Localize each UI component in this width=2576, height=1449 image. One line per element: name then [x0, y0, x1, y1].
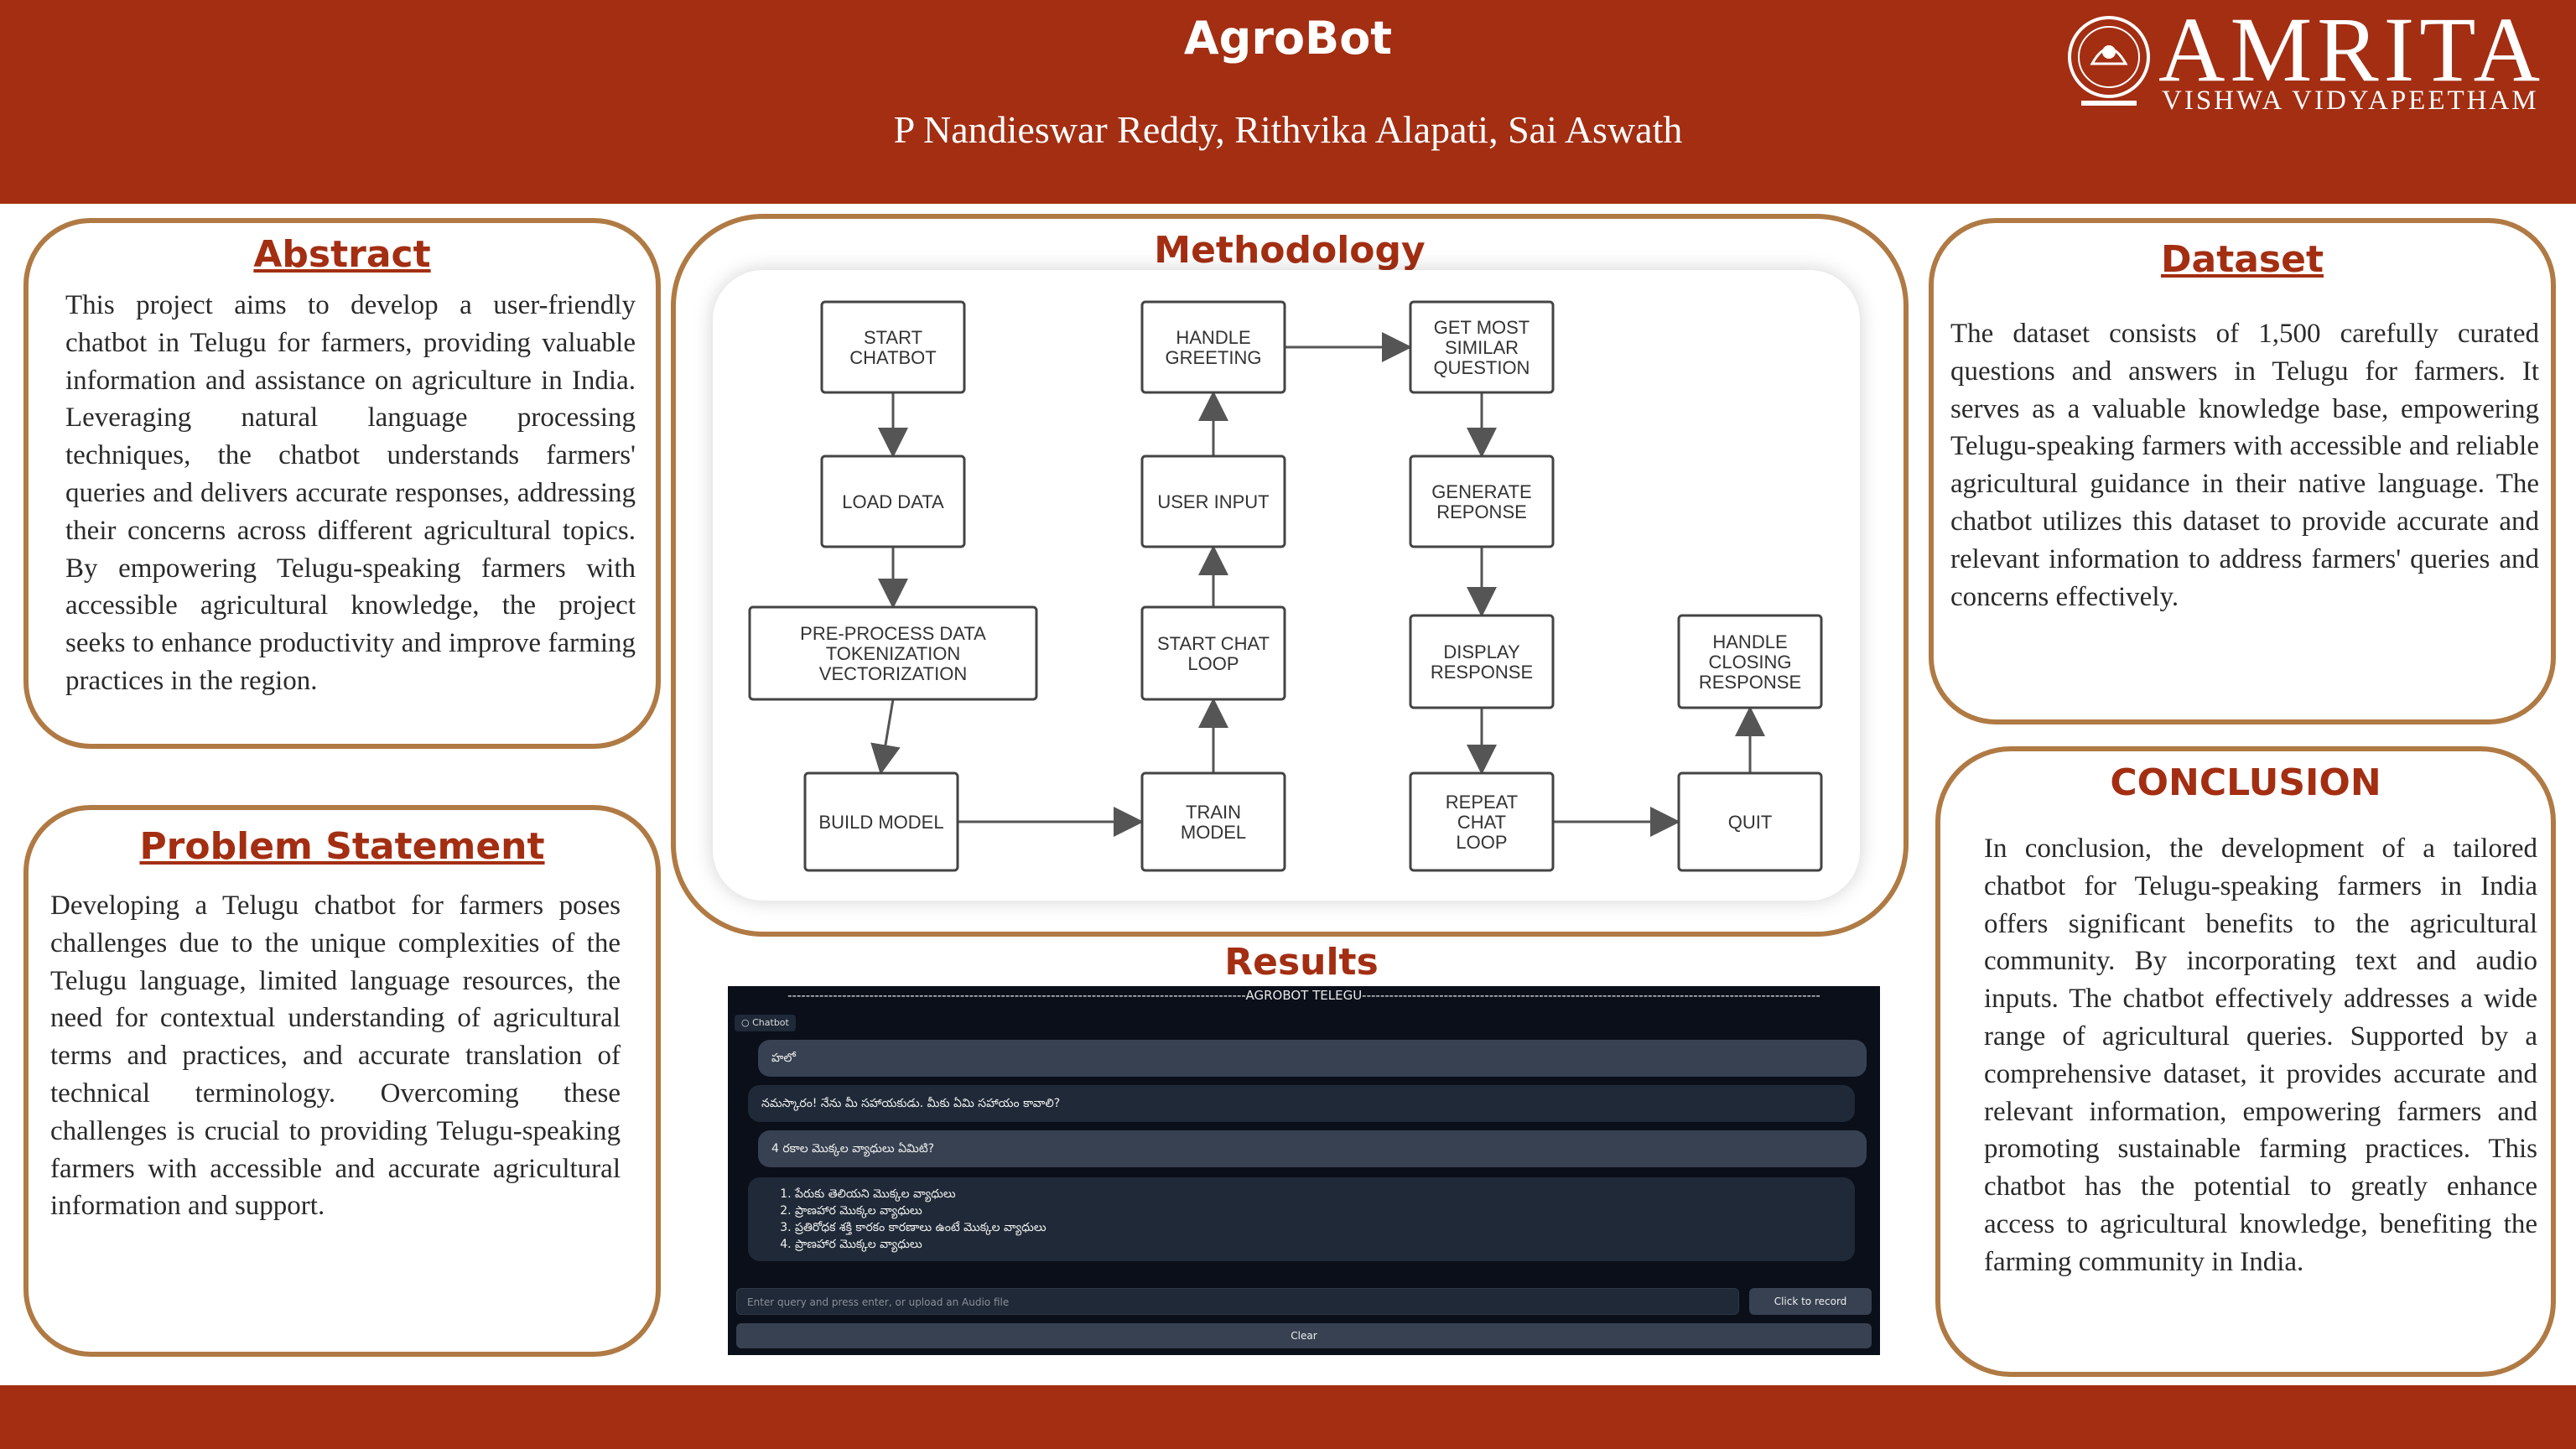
flow-node-label: CHATBOT — [849, 347, 936, 368]
problem-statement-title: Problem Statement — [139, 825, 545, 868]
flow-node-label: GENERATE — [1431, 481, 1531, 502]
flow-node-label: REPONSE — [1436, 501, 1527, 522]
results-title: Results — [1224, 941, 1379, 984]
flow-node-label: SIMILAR — [1445, 337, 1519, 358]
flow-node-label: TRAIN — [1186, 802, 1241, 823]
conclusion-title: CONCLUSION — [2110, 761, 2381, 804]
flow-node-pre: PRE-PROCESS DATATOKENIZATIONVECTORIZATIO… — [748, 605, 1038, 701]
flow-node-load: LOAD DATA — [820, 454, 966, 548]
flow-node-box — [1140, 300, 1286, 394]
chatbot-screenshot: ----------------------------------------… — [728, 986, 1880, 1355]
dataset-text: The dataset consists of 1,500 carefully … — [1950, 319, 2539, 612]
abstract-title: Abstract — [253, 233, 431, 276]
dataset-title: Dataset — [2160, 238, 2324, 281]
chat-bubble-icon: ○ — [741, 1017, 750, 1028]
flow-node-label: USER INPUT — [1157, 491, 1269, 512]
user-message: హలో — [758, 1040, 1867, 1077]
flow-node-label: DISPLAY — [1443, 641, 1520, 662]
flow-node-label: RESPONSE — [1431, 662, 1533, 683]
chatbot-label-text: Chatbot — [752, 1017, 789, 1028]
flow-node-label: RESPONSE — [1699, 672, 1801, 693]
flow-node-box — [748, 605, 1038, 701]
list-item: పేరుకు తెలియని మొక్కల వ్యాధులు — [795, 1186, 1841, 1202]
flow-node-label: QUESTION — [1434, 357, 1530, 378]
bot-message: నమస్కారం! నేను మీ సహాయకుడు. మీకు ఏమి సహా… — [748, 1085, 1855, 1122]
record-button[interactable]: Click to record — [1749, 1288, 1872, 1315]
flow-node-label: LOOP — [1456, 832, 1507, 853]
flow-node-label: MODEL — [1181, 822, 1246, 843]
flow-node-box — [1677, 614, 1823, 709]
flow-node-box — [1140, 771, 1286, 872]
poster-title: AgroBot — [1183, 12, 1393, 65]
flow-node-label: CLOSING — [1708, 652, 1791, 673]
flow-node-label: TOKENIZATION — [826, 643, 961, 664]
flow-node-label: HANDLE — [1176, 327, 1250, 348]
flow-node-label: HANDLE — [1712, 631, 1787, 652]
user-message: 4 రకాల మొక్కల వ్యాధులు ఏమిటి? — [758, 1130, 1867, 1167]
flow-node-label: START — [864, 327, 922, 348]
list-item: ప్రాణహార మొక్కల వ్యాధులు — [795, 1236, 1841, 1253]
flow-node-label: QUIT — [1728, 812, 1773, 833]
flow-node-build: BUILD MODEL — [803, 771, 959, 872]
disease-list: పేరుకు తెలియని మొక్కల వ్యాధులు ప్రాణహార … — [795, 1186, 1841, 1253]
chatbot-header: ----------------------------------------… — [787, 988, 1820, 1003]
flow-node-label: REPEAT — [1446, 792, 1518, 813]
flow-node-box — [1409, 614, 1555, 709]
flow-node-box — [1409, 454, 1555, 548]
list-item: ప్రాణహార మొక్కల వ్యాధులు — [795, 1202, 1841, 1219]
flow-node-label: CHAT — [1457, 812, 1506, 833]
chatbot-label: ○ Chatbot — [735, 1015, 796, 1031]
problem-statement-text: Developing a Telugu chatbot for farmers … — [50, 891, 621, 1222]
conclusion-panel: CONCLUSION In conclusion, the developmen… — [1935, 746, 2556, 1377]
logo-subtitle: VISHWA VIDYAPEETHAM — [2162, 86, 2539, 116]
list-item: ప్రతిరోధక శక్తి కారకం కారణాలు ఉంటే మొక్క… — [795, 1219, 1841, 1236]
flow-node-label: START CHAT — [1157, 633, 1270, 654]
flow-node-quit: QUIT — [1677, 771, 1823, 872]
abstract-text: This project aims to develop a user-frie… — [65, 290, 636, 696]
flow-node-box — [820, 300, 966, 394]
flow-node-label: LOOP — [1187, 653, 1239, 674]
flow-arrow — [870, 699, 901, 775]
flow-node-uinput: USER INPUT — [1140, 454, 1286, 548]
clear-button[interactable]: Clear — [736, 1323, 1872, 1348]
problem-statement-panel: Problem Statement Developing a Telugu ch… — [23, 805, 661, 1357]
flow-node-box — [803, 771, 959, 872]
flow-node-label: GREETING — [1166, 347, 1262, 368]
logo-wordmark: AMRITA — [2158, 0, 2546, 101]
dataset-panel: Dataset The dataset consists of 1,500 ca… — [1929, 218, 2556, 724]
poster-authors: P Nandieswar Reddy, Rithvika Alapati, Sa… — [893, 108, 1683, 151]
conclusion-text: In conclusion, the development of a tail… — [1984, 834, 2537, 1277]
poster-header: AgroBot P Nandieswar Reddy, Rithvika Ala… — [0, 0, 2576, 204]
flow-node-label: LOAD DATA — [842, 491, 944, 512]
flow-node-box — [1677, 771, 1823, 872]
flow-node-box — [1140, 454, 1286, 548]
methodology-title: Methodology — [1154, 229, 1426, 272]
flow-node-label: BUILD MODEL — [818, 812, 943, 833]
abstract-panel: Abstract This project aims to develop a … — [23, 218, 661, 749]
poster-footer — [0, 1385, 2576, 1449]
query-input[interactable]: Enter query and press enter, or upload a… — [736, 1288, 1739, 1315]
flow-node-box — [1140, 605, 1286, 701]
flow-node-label: PRE-PROCESS DATA — [800, 623, 986, 644]
flow-node-box — [1409, 300, 1555, 394]
university-logo: AMRITA VISHWA VIDYAPEETHAM — [2061, 3, 2547, 117]
flow-node-label: GET MOST — [1434, 317, 1530, 338]
university-seal-icon — [2068, 16, 2150, 106]
flow-node-box — [820, 454, 966, 548]
bot-message: పేరుకు తెలియని మొక్కల వ్యాధులు ప్రాణహార … — [748, 1177, 1855, 1261]
flow-node-box — [1409, 771, 1555, 872]
flow-node-label: VECTORIZATION — [819, 663, 967, 684]
